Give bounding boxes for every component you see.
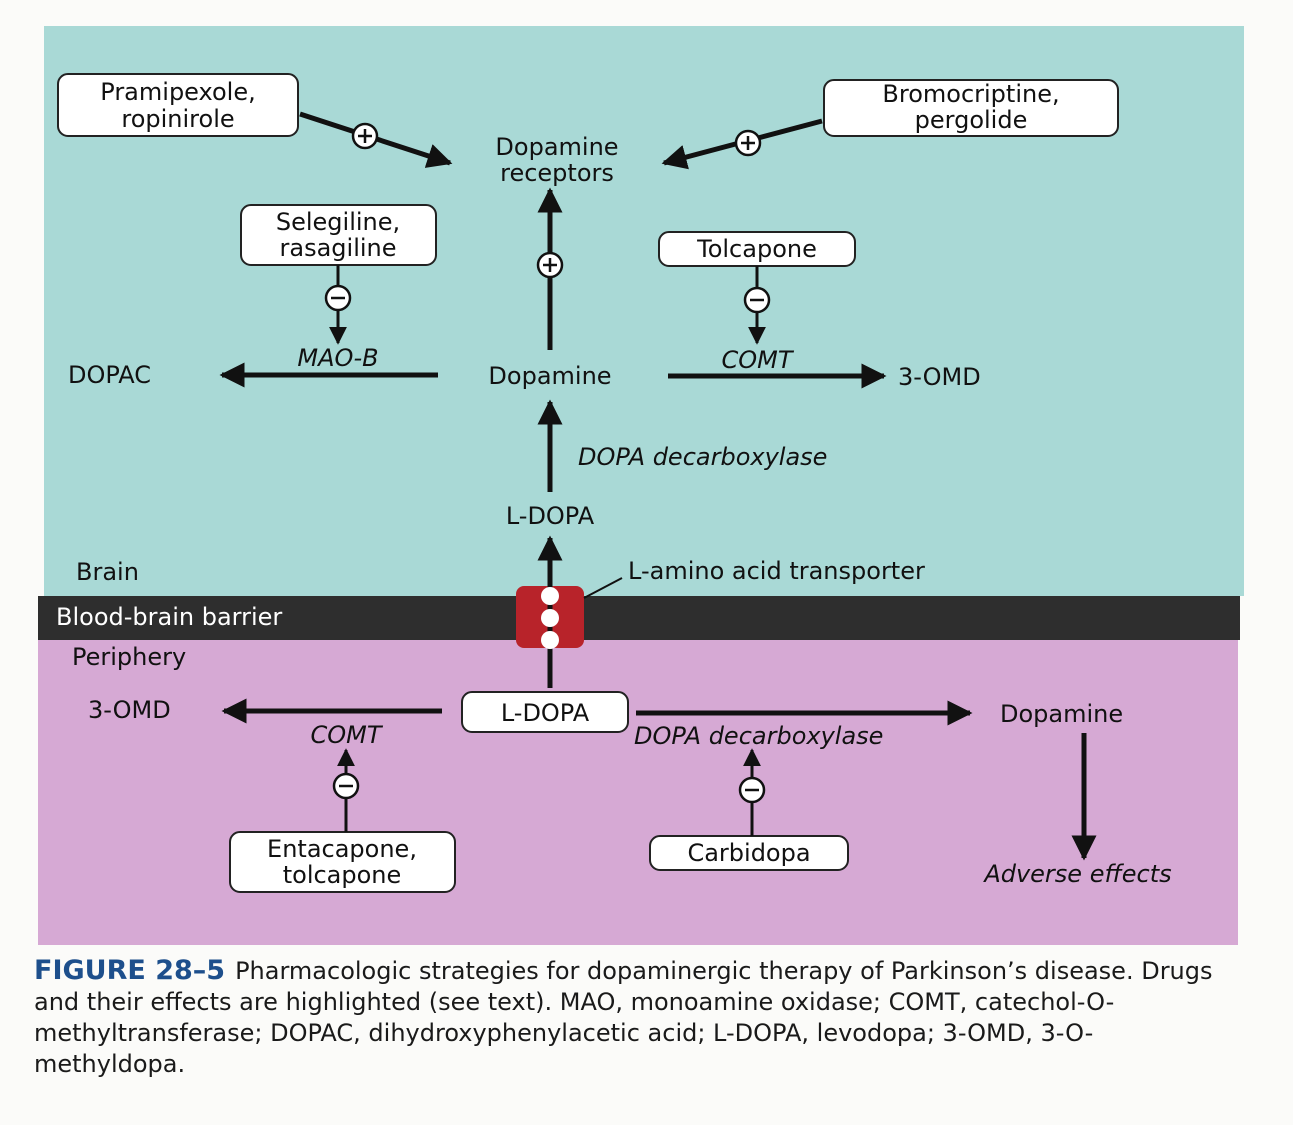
adverse-effects-label: Adverse effects — [982, 860, 1171, 888]
periphery-ldopa-box — [461, 691, 629, 733]
brain-dopamine-label: Dopamine — [488, 362, 611, 390]
caption-text: Pharmacologic strategies for dopaminergi… — [34, 957, 1213, 1078]
receptors-label-2: receptors — [500, 159, 614, 187]
selegiline-label: Selegiline, — [276, 208, 400, 236]
periphery-ldopa-label: L-DOPA — [501, 699, 590, 727]
stimulate-icon — [351, 122, 379, 150]
bromocriptine-box — [823, 79, 1119, 137]
figure-label: FIGURE 28–5 — [34, 955, 226, 986]
decarboxylase-label-periphery: DOPA decarboxylase — [634, 722, 883, 750]
receptors-label-1: Dopamine — [495, 133, 618, 161]
barrier-label: Blood-brain barrier — [56, 603, 282, 631]
inhibit-icon — [332, 772, 360, 800]
pramipexole-box — [57, 73, 299, 137]
comt-label-brain: COMT — [721, 346, 794, 374]
amino-acid-transporter — [516, 586, 584, 649]
stimulate-icon — [536, 251, 564, 279]
brain-label: Brain — [76, 558, 139, 586]
inhibit-icon — [324, 284, 352, 312]
stimulate-icon — [734, 129, 762, 157]
periphery-3omd-label: 3-OMD — [88, 696, 171, 724]
transporter-label: L-amino acid transporter — [628, 557, 925, 585]
entacapone-box — [229, 831, 456, 893]
periphery-label: Periphery — [72, 643, 186, 671]
pramipexole-label: Pramipexole, — [100, 78, 255, 106]
tolcapone-label: Tolcapone — [696, 235, 817, 263]
tolcapone-periphery-label: tolcapone — [283, 861, 402, 889]
inhibit-icon — [743, 286, 771, 314]
entacapone-label: Entacapone, — [267, 835, 417, 863]
comt-label-periphery: COMT — [310, 721, 383, 749]
transporter-pointer — [583, 577, 623, 599]
carbidopa-label: Carbidopa — [687, 839, 810, 867]
dopac-label: DOPAC — [68, 361, 151, 389]
pergolide-label: pergolide — [915, 106, 1028, 134]
inhibit-icon — [738, 776, 766, 804]
ropinirole-label: ropinirole — [121, 105, 234, 133]
blood-brain-barrier — [38, 596, 1240, 640]
brain-ldopa-label: L-DOPA — [506, 502, 595, 530]
mao-b-label: MAO-B — [297, 344, 378, 372]
decarboxylase-label-brain: DOPA decarboxylase — [578, 443, 827, 471]
pharmacology-diagram: Brain Blood-brain barrier Periphery Pram… — [38, 26, 1244, 945]
carbidopa-box — [649, 835, 849, 871]
rasagiline-label: rasagiline — [280, 234, 397, 262]
brain-3omd-label: 3-OMD — [898, 363, 981, 391]
periphery-region — [38, 640, 1238, 945]
periphery-dopamine-label: Dopamine — [1000, 700, 1123, 728]
bromocriptine-label: Bromocriptine, — [882, 80, 1059, 108]
